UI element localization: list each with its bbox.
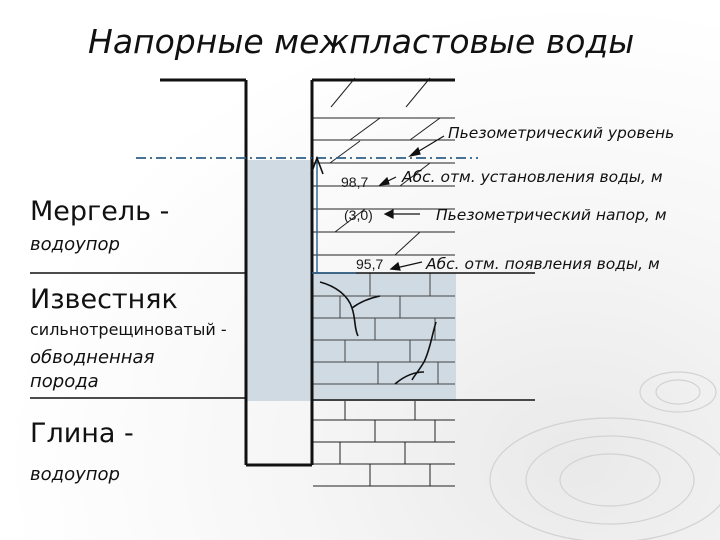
limestone-label: Известняк [30,284,178,315]
pressure-head-annotation: Пьезометрический напор, м [436,206,667,224]
pressure-head-value: (3,0) [344,207,373,223]
leader-arrows [378,135,445,271]
limestone-brick-pattern [313,273,455,385]
water-level-value: 98,7 [341,174,369,190]
limestone-desc: сильнотрещиноватый - [30,320,227,339]
clay-label: Глина - [30,418,134,449]
head-arrow-tip [310,155,324,175]
clay-brick-pattern [313,401,455,487]
water-level-annotation: Абс. отм. установления воды, м [402,168,663,186]
slide-title: Напорные межпластовые воды [88,22,635,61]
piezometric-level-annotation: Пьезометрический уровень [448,124,675,142]
marl-role: водоупор [30,234,120,255]
water-appearance-annotation: Абс. отм. появления воды, м [426,255,660,273]
limestone-block [312,273,456,401]
borehole-water [246,160,312,401]
limestone-cracks [319,281,437,385]
clay-role: водоупор [30,464,120,485]
water-appearance-value: 95,7 [356,256,384,272]
limestone-role: обводненная порода [30,347,155,392]
marl-brick-pattern [313,77,455,256]
marl-label: Мергель - [30,196,170,227]
ripple-decoration [489,371,720,540]
